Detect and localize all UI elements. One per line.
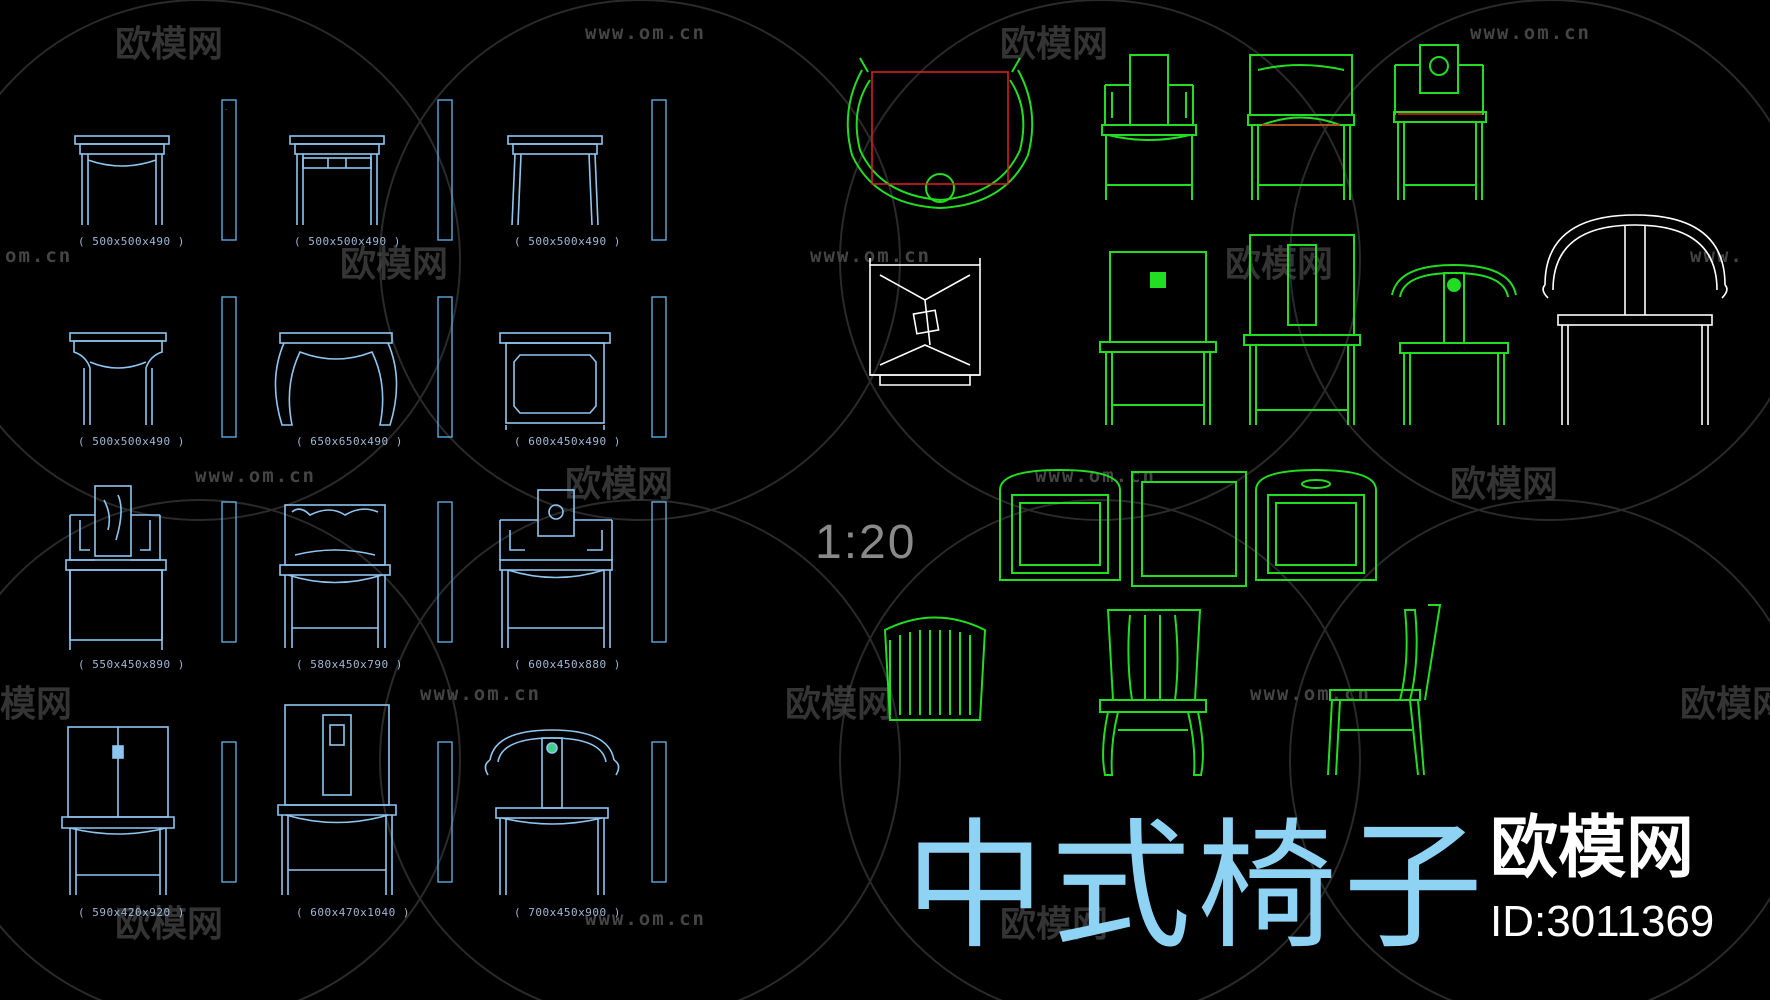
stool-drawing bbox=[74, 135, 170, 225]
square-back-chair-drawing bbox=[1393, 44, 1487, 200]
watermark-url: om.cn bbox=[5, 245, 73, 267]
official-hat-chair-drawing bbox=[1099, 251, 1217, 425]
carved-back-chair-drawing bbox=[1247, 54, 1355, 200]
square-seat-top-view-drawing bbox=[1131, 471, 1247, 587]
screen-back-chair-drawing bbox=[65, 485, 167, 650]
dimension-label: ( 600x450x880 ) bbox=[514, 658, 621, 671]
spindle-chair-side-drawing bbox=[1327, 604, 1442, 776]
watermark-url: www.om.cn bbox=[1470, 22, 1591, 44]
watermark-url: www.om.cn bbox=[585, 22, 706, 44]
dimension-label: ( 700x450x900 ) bbox=[514, 906, 621, 919]
armchair-top-view-drawing bbox=[999, 468, 1121, 581]
spindle-chair-top-view-drawing bbox=[883, 616, 987, 721]
horseshoe-chair-plan-drawing bbox=[846, 57, 1034, 210]
product-id: ID:3011369 bbox=[1490, 897, 1715, 946]
scale-label: 1:20 bbox=[815, 516, 917, 569]
left-elevation-drawings: · bbox=[61, 99, 667, 895]
stool-drawing bbox=[289, 135, 385, 225]
armchair-top-view-drawing bbox=[1255, 468, 1377, 581]
dimension-label: ( 550x450x890 ) bbox=[78, 658, 185, 671]
dimension-label: ( 600x470x1040 ) bbox=[296, 906, 410, 919]
dimension-label: ( 650x650x490 ) bbox=[296, 435, 403, 448]
watermark-logo: 欧模网 bbox=[115, 24, 224, 65]
watermark-logo: 欧模网 bbox=[340, 244, 449, 285]
horseshoe-chair-drawing bbox=[484, 729, 620, 895]
dimension-label: ( 600x450x490 ) bbox=[514, 435, 621, 448]
white-horseshoe-chair-drawing bbox=[1542, 214, 1728, 425]
square-back-chair-drawing bbox=[499, 489, 613, 648]
watermark-url: www.om.cn bbox=[810, 245, 931, 267]
watermark-logo: 欧模网 bbox=[1450, 464, 1559, 505]
dimension-label: ( 500x500x490 ) bbox=[78, 235, 185, 248]
watermark-logo: 欧模网 bbox=[1000, 24, 1109, 65]
horseshoe-chair-drawing bbox=[1391, 263, 1517, 425]
dimension-label: ( 500x500x490 ) bbox=[294, 235, 401, 248]
stool-drawing bbox=[507, 135, 603, 226]
dimension-label: ( 590x420x920 ) bbox=[78, 906, 185, 919]
tall-back-chair-drawing bbox=[277, 704, 397, 895]
watermark-logo: 欧模网 bbox=[115, 904, 224, 945]
screen-back-chair-drawing bbox=[1101, 54, 1197, 200]
watermark-logo: 欧模网 bbox=[1000, 904, 1109, 945]
stool-drawing bbox=[69, 332, 167, 425]
brand-logo-text: 欧模网 bbox=[1490, 809, 1695, 888]
dimension-label: ( 500x500x490 ) bbox=[514, 235, 621, 248]
page-title: 中式椅子 bbox=[905, 806, 1490, 969]
round-stool-drawing bbox=[274, 332, 398, 426]
watermark-logo: 模网 bbox=[0, 684, 73, 725]
watermark-url: www.om.cn bbox=[420, 683, 541, 705]
watermark-url: www.om.cn bbox=[585, 908, 706, 930]
spindle-back-chair-front-drawing bbox=[1099, 609, 1207, 776]
watermark-logo: 欧模网 bbox=[565, 464, 674, 505]
watermark-logo: 欧模网 bbox=[1680, 684, 1770, 725]
watermark-url: www. bbox=[1690, 245, 1744, 267]
watermark-logo: 欧模网 bbox=[785, 684, 894, 725]
watermark-url: www.om.cn bbox=[195, 465, 316, 487]
dimension-label: ( 500x500x490 ) bbox=[78, 435, 185, 448]
tall-back-chair-drawing bbox=[1243, 234, 1361, 425]
bench-drawing bbox=[499, 332, 611, 430]
carved-back-chair-drawing bbox=[279, 504, 391, 648]
svg-text:·: · bbox=[225, 106, 227, 114]
dimension-label: ( 580x450x790 ) bbox=[296, 658, 403, 671]
official-hat-chair-drawing bbox=[61, 726, 175, 895]
chair-plan-sketch-drawing bbox=[869, 258, 981, 386]
